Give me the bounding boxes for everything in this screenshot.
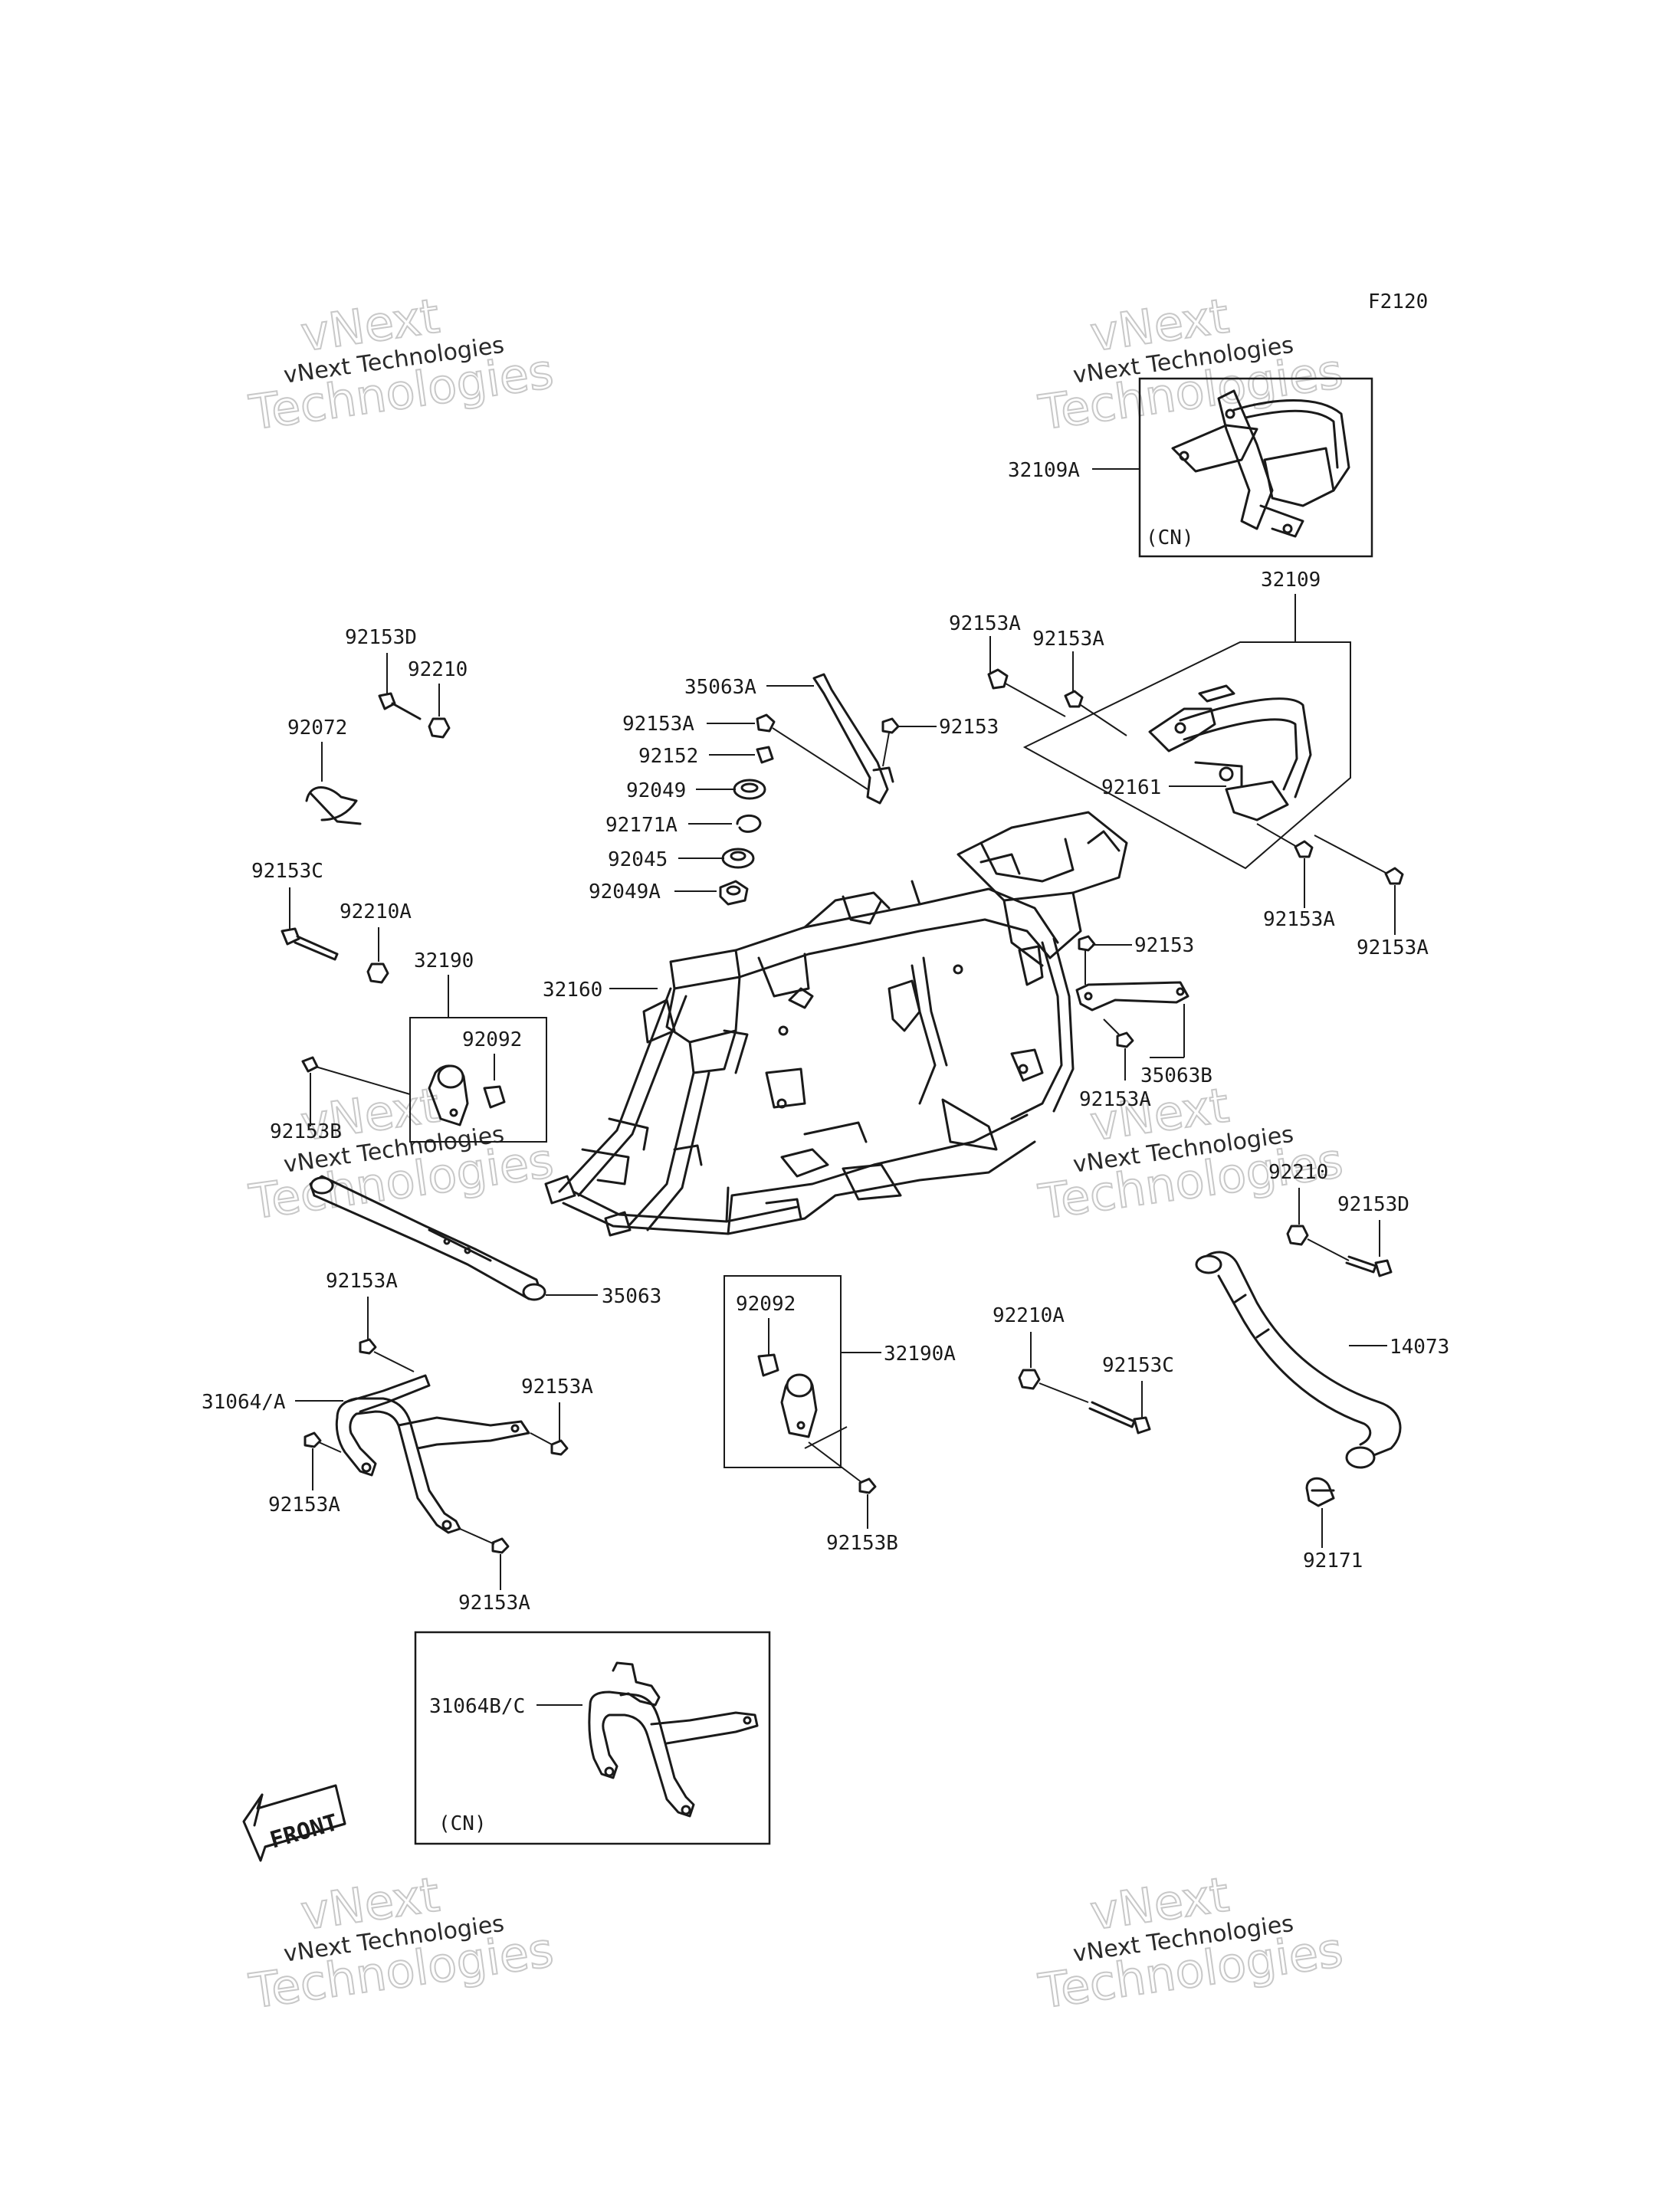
collar-92152 [756,746,774,764]
label-92153A-10: 92153A [458,1592,530,1615]
rear-carrier-cn-part [1171,389,1350,538]
bracket-32190 [409,1017,547,1143]
label-92152: 92152 [638,745,698,768]
label-92210A-left: 92210A [340,900,412,923]
cn-box-31064BC [414,1631,771,1845]
label-14073: 14073 [1390,1336,1449,1359]
nut-92210-top [428,717,451,739]
bolt-92153A-2 [1064,690,1127,736]
label-92153B-left: 92153B [270,1120,342,1143]
label-35063A: 35063A [684,676,756,699]
label-92171: 92171 [1303,1549,1363,1572]
label-92045: 92045 [608,848,668,871]
main-frame-32160 [544,811,1128,1237]
clamp-92171 [1305,1477,1335,1507]
label-32109A: 32109A [1008,459,1080,482]
label-92153A-4: 92153A [1357,936,1429,959]
grommet-92049A [719,880,749,906]
clamp-92072 [305,786,362,825]
guard-31064A [335,1374,530,1534]
label-92210-right: 92210 [1268,1161,1328,1184]
label-31064BC: 31064B/C [429,1695,525,1718]
bolt-92153D-right [1345,1255,1393,1277]
label-32190A: 32190A [884,1343,956,1366]
bolt-92153D-top [378,692,422,720]
label-92153C-left: 92153C [251,860,323,883]
label-92153A-5: 92153A [622,713,694,736]
bolt-92153A-4 [1314,835,1404,935]
label-92049A: 92049A [589,880,661,903]
label-35063: 35063 [602,1285,661,1308]
label-92153A-6: 92153A [1079,1088,1151,1111]
bolt-92153A-6 [1103,1018,1134,1080]
bracket-32109 [1022,641,1351,870]
label-92153B-mid: 92153B [826,1532,898,1555]
label-92210A-right: 92210A [993,1304,1065,1327]
label-92161: 92161 [1101,776,1161,799]
label-92153A-8: 92153A [521,1376,593,1399]
cn-label-31064BC: (CN) [438,1812,487,1835]
bolt-92153A-1 [987,668,1066,717]
watermark-top-left: vNext Technologies vNext Technologies [245,287,558,441]
exhaust-pipe-14073 [1195,1251,1402,1469]
watermark-top-right: vNext Technologies vNext Technologies [1035,287,1347,441]
bolt-92153A-3 [1256,823,1314,908]
watermark-bottom-left: vNext Technologies vNext Technologies [245,1865,558,2020]
collar-92045 [721,848,755,869]
label-92153A-7: 92153A [326,1270,398,1293]
diagram-code: F2120 [1368,290,1428,313]
stay-35063A [812,673,894,805]
label-92153D-top: 92153D [345,626,417,649]
bolt-92153-1 [881,717,900,767]
rear-carrier-32109 [1148,684,1312,821]
cn-label-32109A: (CN) [1146,526,1194,549]
nut-92210-right [1286,1225,1350,1261]
stay-35063 [309,1175,546,1301]
bolt-92153A-8 [530,1432,569,1456]
label-35063B: 35063B [1140,1064,1212,1087]
bolt-92153A-9 [304,1431,342,1490]
label-92153A-1: 92153A [949,612,1021,635]
label-31064A: 31064/A [202,1391,286,1414]
label-92092-mid: 92092 [736,1293,796,1316]
nut-92210A-right [1018,1369,1089,1403]
stay-35063B [1075,981,1189,1012]
label-92092-left: 92092 [462,1028,522,1051]
engine-mount-32190A [757,1353,818,1438]
nut-92210A-left [366,962,389,984]
bolt-92153C-right [1088,1401,1151,1435]
watermark-mid-left: vNext Technologies vNext Technologies [245,1076,558,1231]
bolt-92153A-5 [756,713,868,790]
label-92153A-2: 92153A [1032,628,1104,651]
label-92153-2: 92153 [1134,934,1194,957]
label-92153D-right: 92153D [1337,1193,1409,1216]
bolt-92153B-left [301,1056,411,1126]
label-92171A: 92171A [605,814,678,837]
watermark-bottom-right: vNext Technologies vNext Technologies [1035,1865,1347,2020]
label-92153A-9: 92153A [268,1494,340,1517]
engine-mount-32190 [428,1064,506,1126]
label-32109: 32109 [1261,569,1321,592]
label-92049: 92049 [626,779,686,802]
guard-31064BC [588,1661,759,1818]
label-32190: 32190 [414,949,474,972]
bolt-92153A-7 [359,1338,415,1372]
label-92210-top: 92210 [408,658,468,681]
label-92153A-3: 92153A [1263,908,1335,931]
label-32160: 32160 [543,979,602,1002]
bolt-92153A-10 [459,1528,510,1590]
label-92072: 92072 [287,716,347,739]
cn-box-32109A [1138,377,1373,558]
clip-92171A [736,814,762,833]
grommet-92049 [733,779,766,800]
bolt-92153C-left [281,927,339,961]
label-92153-1: 92153 [939,716,999,739]
label-92153C-right: 92153C [1102,1354,1174,1377]
watermark-mid-right: vNext Technologies vNext Technologies [1035,1076,1347,1231]
bolt-92153B-mid [858,1477,877,1529]
front-direction-arrow: FRONT [242,1784,346,1862]
bolt-92153-2 [1078,935,1096,985]
